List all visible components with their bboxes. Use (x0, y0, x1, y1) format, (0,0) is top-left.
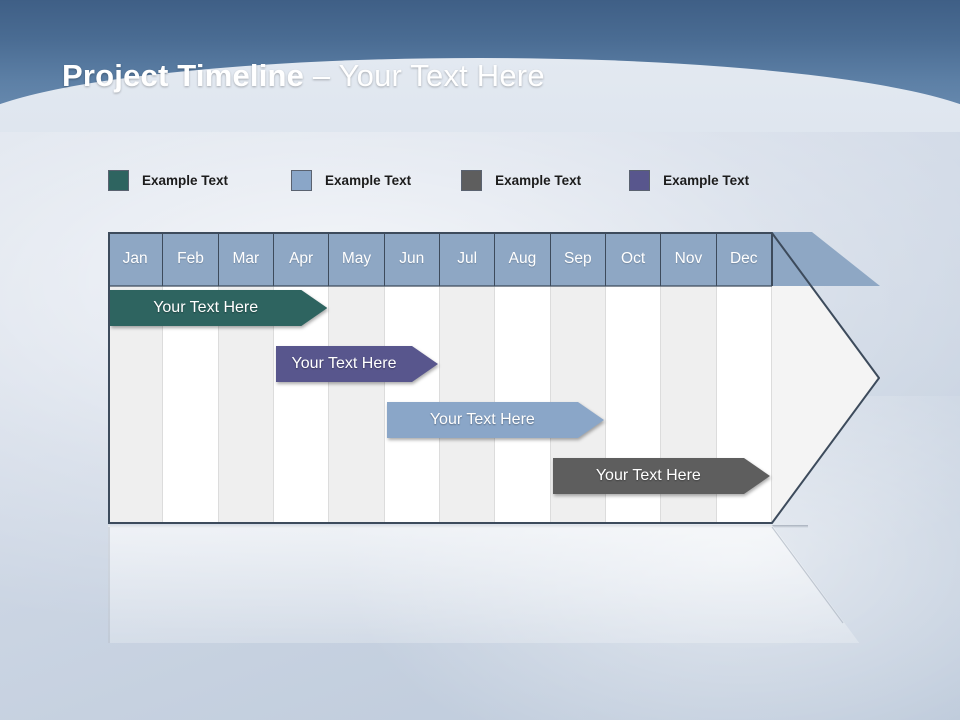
legend-item[interactable]: Example Text (461, 170, 581, 191)
month-column-jan: Jan (108, 232, 164, 524)
task-bar[interactable]: Your Text Here (553, 458, 770, 494)
legend-item[interactable]: Example Text (108, 170, 228, 191)
legend-item-label: Example Text (325, 173, 412, 188)
page-title-strong: Project Timeline (62, 58, 305, 93)
month-header-jan[interactable]: Jan (108, 232, 164, 286)
task-bar-label: Your Text Here (153, 299, 259, 316)
legend-item-label: Example Text (142, 173, 229, 188)
month-column-mar: Mar (218, 232, 274, 524)
reflection-top-edge (108, 525, 808, 528)
task-bar-label: Your Text Here (429, 411, 535, 428)
legend: Example Text Example Text Example Text Exam… (108, 170, 749, 191)
month-header-oct[interactable]: Oct (605, 232, 662, 286)
reflection-outline (108, 526, 844, 643)
task-bar-label: Your Text Here (595, 467, 701, 484)
legend-item-label: Example Text (495, 173, 582, 188)
page-title-light: – Your Text Here (304, 58, 545, 93)
month-header-jul[interactable]: Jul (439, 232, 496, 286)
month-header-apr[interactable]: Apr (273, 232, 330, 286)
month-header-cap (772, 232, 880, 286)
legend-swatch-icon (629, 170, 651, 191)
month-column-aug: Aug (495, 232, 551, 524)
reflection-shape (108, 525, 880, 643)
month-column-jul: Jul (439, 232, 496, 524)
legend-item[interactable]: Example Text (291, 170, 411, 191)
legend-item[interactable]: Example Text (629, 170, 749, 191)
month-header-jun[interactable]: Jun (384, 232, 440, 286)
month-column-feb: Feb (163, 232, 219, 524)
legend-swatch-icon (108, 170, 129, 191)
month-header-may[interactable]: May (329, 232, 385, 286)
month-header-feb[interactable]: Feb (163, 232, 219, 286)
task-bar[interactable]: Your Text Here (276, 346, 438, 382)
task-bar[interactable]: Your Text Here (110, 290, 327, 326)
task-bar-label: Your Text Here (291, 355, 397, 372)
month-header-dec[interactable]: Dec (716, 232, 772, 286)
slide-header: Project Timeline – Your Text Here (0, 0, 960, 132)
task-bar[interactable]: Your Text Here (387, 402, 604, 438)
legend-item-label: Example Text (663, 173, 750, 188)
month-column-body (329, 286, 385, 524)
legend-swatch-icon (291, 170, 313, 191)
month-header-nov[interactable]: Nov (661, 232, 717, 286)
month-header-aug[interactable]: Aug (495, 232, 551, 286)
page-title: Project Timeline – Your Text Here (62, 58, 545, 94)
legend-swatch-icon (461, 170, 483, 191)
timeline-reflection (108, 525, 880, 643)
month-header-mar[interactable]: Mar (218, 232, 274, 286)
month-header-sep[interactable]: Sep (550, 232, 606, 286)
